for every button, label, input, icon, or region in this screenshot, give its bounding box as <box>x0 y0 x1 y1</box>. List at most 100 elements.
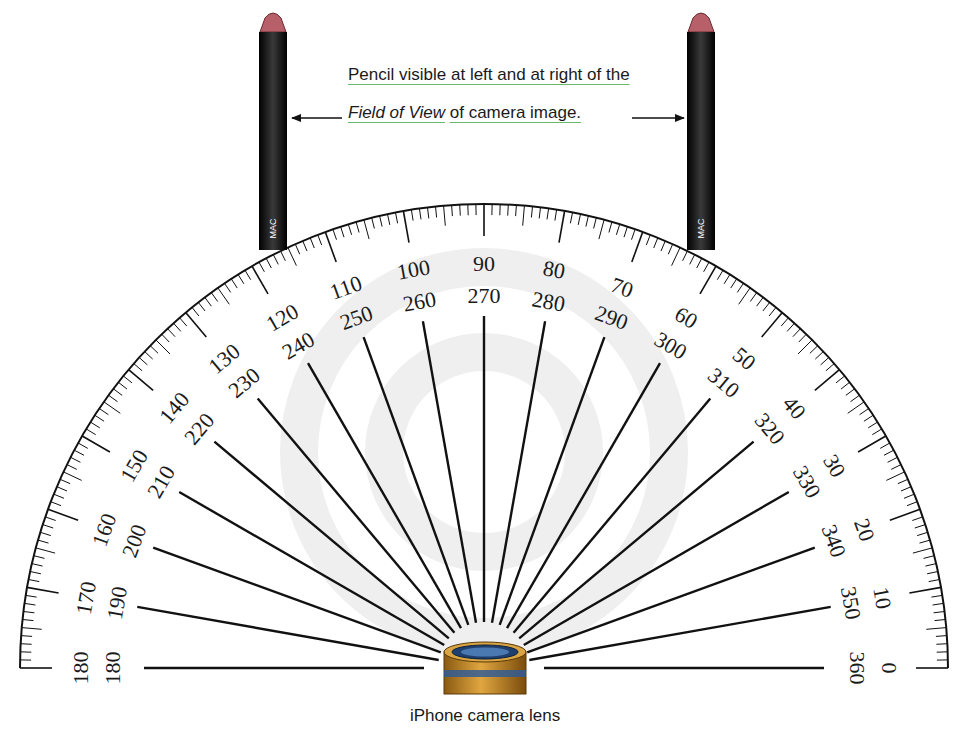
scale-tick <box>836 376 845 383</box>
scale-tick <box>507 205 509 216</box>
angle-ray <box>153 548 441 653</box>
scale-tick <box>913 548 932 553</box>
scale-tick <box>920 540 931 543</box>
scale-tick <box>281 251 286 261</box>
scale-tick <box>186 313 207 338</box>
scale-tick <box>436 207 437 218</box>
scale-tick <box>880 443 890 448</box>
scale-tick <box>168 329 176 337</box>
scale-tick <box>936 643 947 645</box>
scale-tick <box>668 244 672 254</box>
scale-tick <box>82 436 110 452</box>
scale-tick <box>793 329 801 337</box>
scale-tick <box>129 370 154 391</box>
scale-tick <box>134 364 142 371</box>
inner-scale-number: 320 <box>750 409 788 448</box>
scale-tick <box>86 429 95 435</box>
scale-tick <box>934 612 945 613</box>
scale-tick <box>864 415 873 421</box>
scale-tick <box>737 283 743 292</box>
outer-scale-number: 80 <box>541 257 566 282</box>
scale-tick <box>931 595 942 597</box>
angle-ray <box>524 492 789 645</box>
scale-tick <box>325 232 336 262</box>
scale-tick <box>71 457 81 462</box>
scale-tick <box>886 472 904 481</box>
scale-tick <box>915 525 926 528</box>
scale-tick <box>925 564 936 567</box>
angle-ray <box>514 398 711 632</box>
scale-tick <box>937 651 948 652</box>
angle-ray <box>308 363 461 628</box>
scale-tick <box>935 620 946 621</box>
scale-tick <box>25 603 36 605</box>
scale-tick <box>717 270 723 279</box>
scale-tick <box>924 556 935 559</box>
angle-ray <box>137 607 438 660</box>
scale-tick <box>150 346 158 354</box>
scale-tick <box>757 297 764 306</box>
pencil-brand: MAC <box>697 218 706 238</box>
scale-tick <box>266 258 271 268</box>
scale-tick <box>288 248 297 266</box>
scale-tick <box>192 307 199 316</box>
scale-tick <box>356 222 359 233</box>
scale-tick <box>67 465 77 470</box>
angle-ray <box>500 337 605 625</box>
scale-tick <box>27 587 59 593</box>
inner-scale-number: 270 <box>468 285 501 307</box>
outer-scale-number: 180 <box>69 652 91 685</box>
scale-tick <box>21 635 32 637</box>
callout-text: Pencil visible at left and at right of t… <box>348 56 658 132</box>
scale-tick <box>273 255 278 265</box>
scale-tick <box>787 323 794 331</box>
scale-tick <box>333 229 337 239</box>
scale-tick <box>848 402 864 413</box>
scale-tick <box>180 318 187 326</box>
inner-scale-number: 200 <box>118 522 150 561</box>
scale-tick <box>724 275 730 284</box>
scale-tick <box>704 262 709 272</box>
scale-tick <box>898 479 908 483</box>
outer-scale-number: 0 <box>877 663 899 674</box>
callout-text: Pencil visible at left and at right of t… <box>348 65 630 84</box>
outer-scale-number: 160 <box>88 511 120 550</box>
scale-tick <box>912 517 922 521</box>
inner-scale-number: 350 <box>837 585 864 621</box>
scale-tick <box>700 266 716 294</box>
inner-scale-number: 220 <box>180 409 218 448</box>
scale-tick <box>901 487 911 491</box>
scale-tick <box>364 220 369 239</box>
protractor-arc <box>20 204 948 668</box>
background-ring <box>299 267 669 637</box>
scale-tick <box>60 479 70 483</box>
scale-tick <box>428 208 429 219</box>
scale-tick <box>929 580 940 582</box>
scale-tick <box>846 389 855 396</box>
scale-tick <box>139 358 147 365</box>
scale-tick <box>888 457 898 462</box>
scale-tick <box>632 229 636 239</box>
inner-scale-number: 190 <box>104 585 131 621</box>
scale-tick <box>162 334 170 342</box>
outer-scale-number: 30 <box>819 451 849 481</box>
scale-tick <box>697 258 702 268</box>
pencil <box>259 13 287 250</box>
scale-tick <box>211 293 217 302</box>
scale-tick <box>310 238 314 248</box>
scale-tick <box>475 204 476 215</box>
scale-tick <box>769 307 776 316</box>
scale-tick <box>99 409 108 415</box>
camera-lens <box>444 642 526 694</box>
scale-tick <box>238 275 244 284</box>
angle-ray <box>364 337 469 625</box>
scale-tick <box>781 318 788 326</box>
scale-tick <box>396 213 398 224</box>
scale-tick <box>348 224 351 235</box>
scale-tick <box>64 472 82 481</box>
pencil <box>687 13 715 250</box>
scale-tick <box>295 244 299 254</box>
scale-tick <box>218 288 229 304</box>
scale-tick <box>826 364 834 371</box>
caption: iPhone camera lens <box>410 706 560 726</box>
